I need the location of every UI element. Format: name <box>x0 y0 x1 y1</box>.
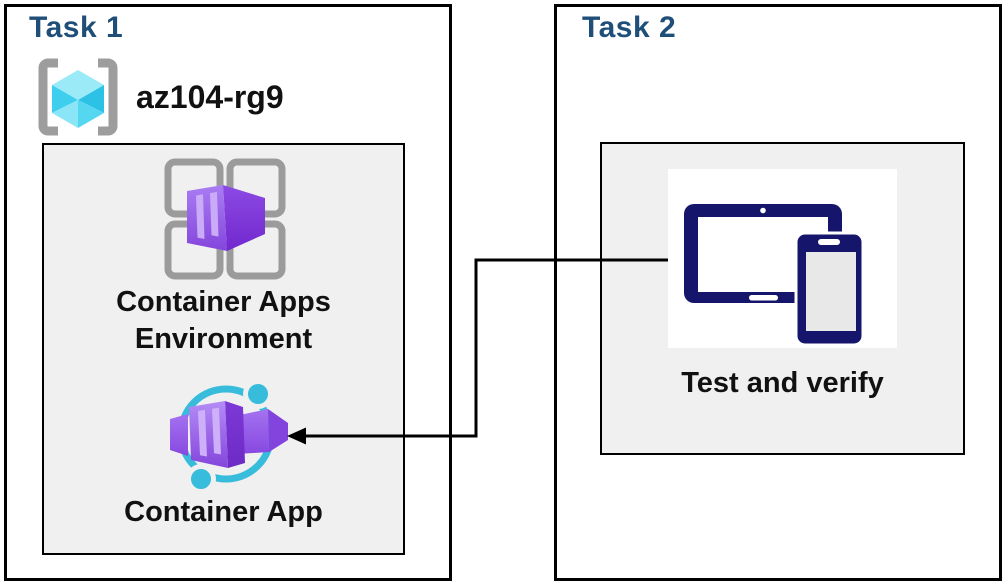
task2-box: Task 2 Test and verify <box>554 4 1002 581</box>
test-and-verify-box: Test and verify <box>600 142 965 455</box>
task1-title: Task 1 <box>29 11 124 44</box>
resource-group-icon <box>38 58 118 136</box>
devices-icon-plate <box>668 169 897 348</box>
test-and-verify-label: Test and verify <box>681 367 884 399</box>
resource-group: az104-rg9 <box>33 57 284 137</box>
container-apps-environment-label: Container Apps Environment <box>116 286 331 355</box>
container-app-label: Container App <box>124 496 323 528</box>
resource-group-name: az104-rg9 <box>136 78 284 115</box>
task1-box: Task 1 az104-rg9 <box>4 4 452 581</box>
devices-icon <box>684 204 865 347</box>
container-apps-environment-icon <box>164 158 286 280</box>
container-app-icon <box>170 379 288 493</box>
task2-title: Task 2 <box>582 11 677 44</box>
container-apps-environment-box: Container Apps Environment <box>42 143 405 555</box>
